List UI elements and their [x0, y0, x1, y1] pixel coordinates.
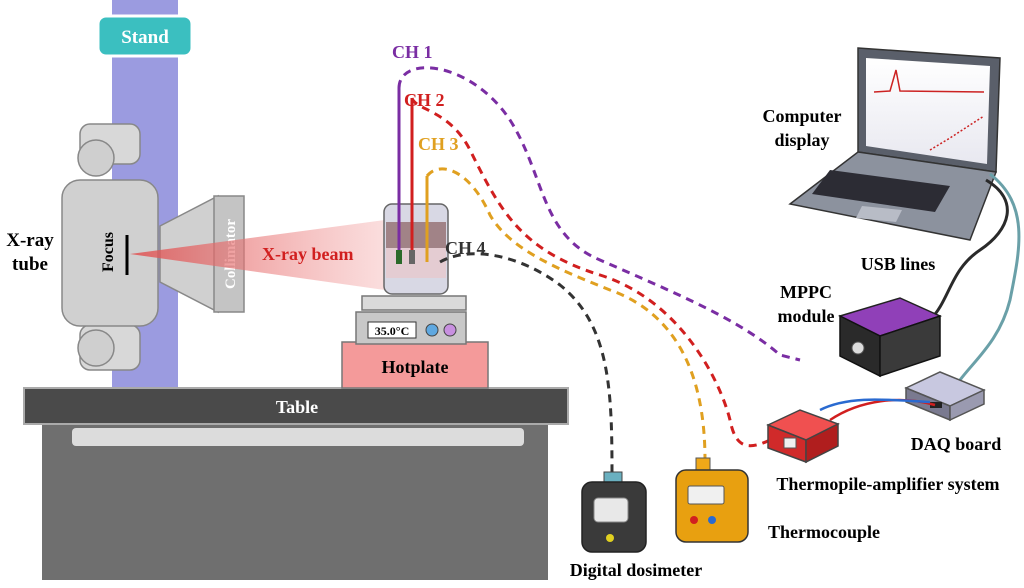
hotplate: 35.0°C Hotplate [341, 295, 489, 389]
usb-lines-label: USB lines [861, 254, 936, 274]
ch4-label: CH 4 [445, 238, 486, 258]
xray-tube-label-line1: X-ray [6, 230, 54, 251]
xray-tube: Focus [61, 123, 159, 371]
hotplate-knob-purple [443, 323, 457, 337]
focus-label: Focus [100, 232, 117, 272]
beaker [383, 203, 449, 295]
laptop [788, 47, 1001, 241]
mppc-label-line2: module [777, 306, 834, 326]
hotplate-label: Hotplate [382, 357, 449, 377]
hotplate-knob-blue [425, 323, 439, 337]
cable-ch3 [425, 167, 707, 461]
dosimeter-label: Digital dosimeter [570, 560, 702, 580]
usb-line-mppc [928, 178, 1009, 322]
ch2-label: CH 2 [404, 90, 445, 110]
cable-ch4 [439, 252, 614, 476]
hotplate-temperature: 35.0°C [375, 324, 409, 338]
table: Table [23, 387, 569, 580]
ch3-label: CH 3 [418, 134, 459, 154]
thermocouple-label: Thermocouple [768, 522, 880, 542]
computer-label-line1: Computer [763, 106, 842, 126]
thermopile-label: Thermopile-amplifier system [776, 474, 999, 494]
table-label: Table [276, 397, 318, 417]
stand-label: Stand [121, 27, 169, 48]
thermopile-amplifier [766, 409, 840, 464]
daq-board [904, 371, 986, 422]
xray-beam [130, 220, 385, 290]
usb-line-daq [958, 172, 1021, 381]
thermopile-wire-blue [819, 398, 931, 412]
thermocouple-device [675, 457, 749, 543]
xray-tube-label-line2: tube [12, 254, 48, 275]
daq-label: DAQ board [911, 434, 1002, 454]
mppc-module [837, 297, 943, 378]
xray-beam-label: X-ray beam [262, 244, 353, 264]
cable-ch1 [397, 66, 801, 362]
digital-dosimeter [581, 471, 647, 553]
mppc-label-line1: MPPC [780, 282, 832, 302]
ch1-label: CH 1 [392, 42, 433, 62]
computer-label-line2: display [774, 130, 829, 150]
cable-ch2 [410, 97, 771, 448]
